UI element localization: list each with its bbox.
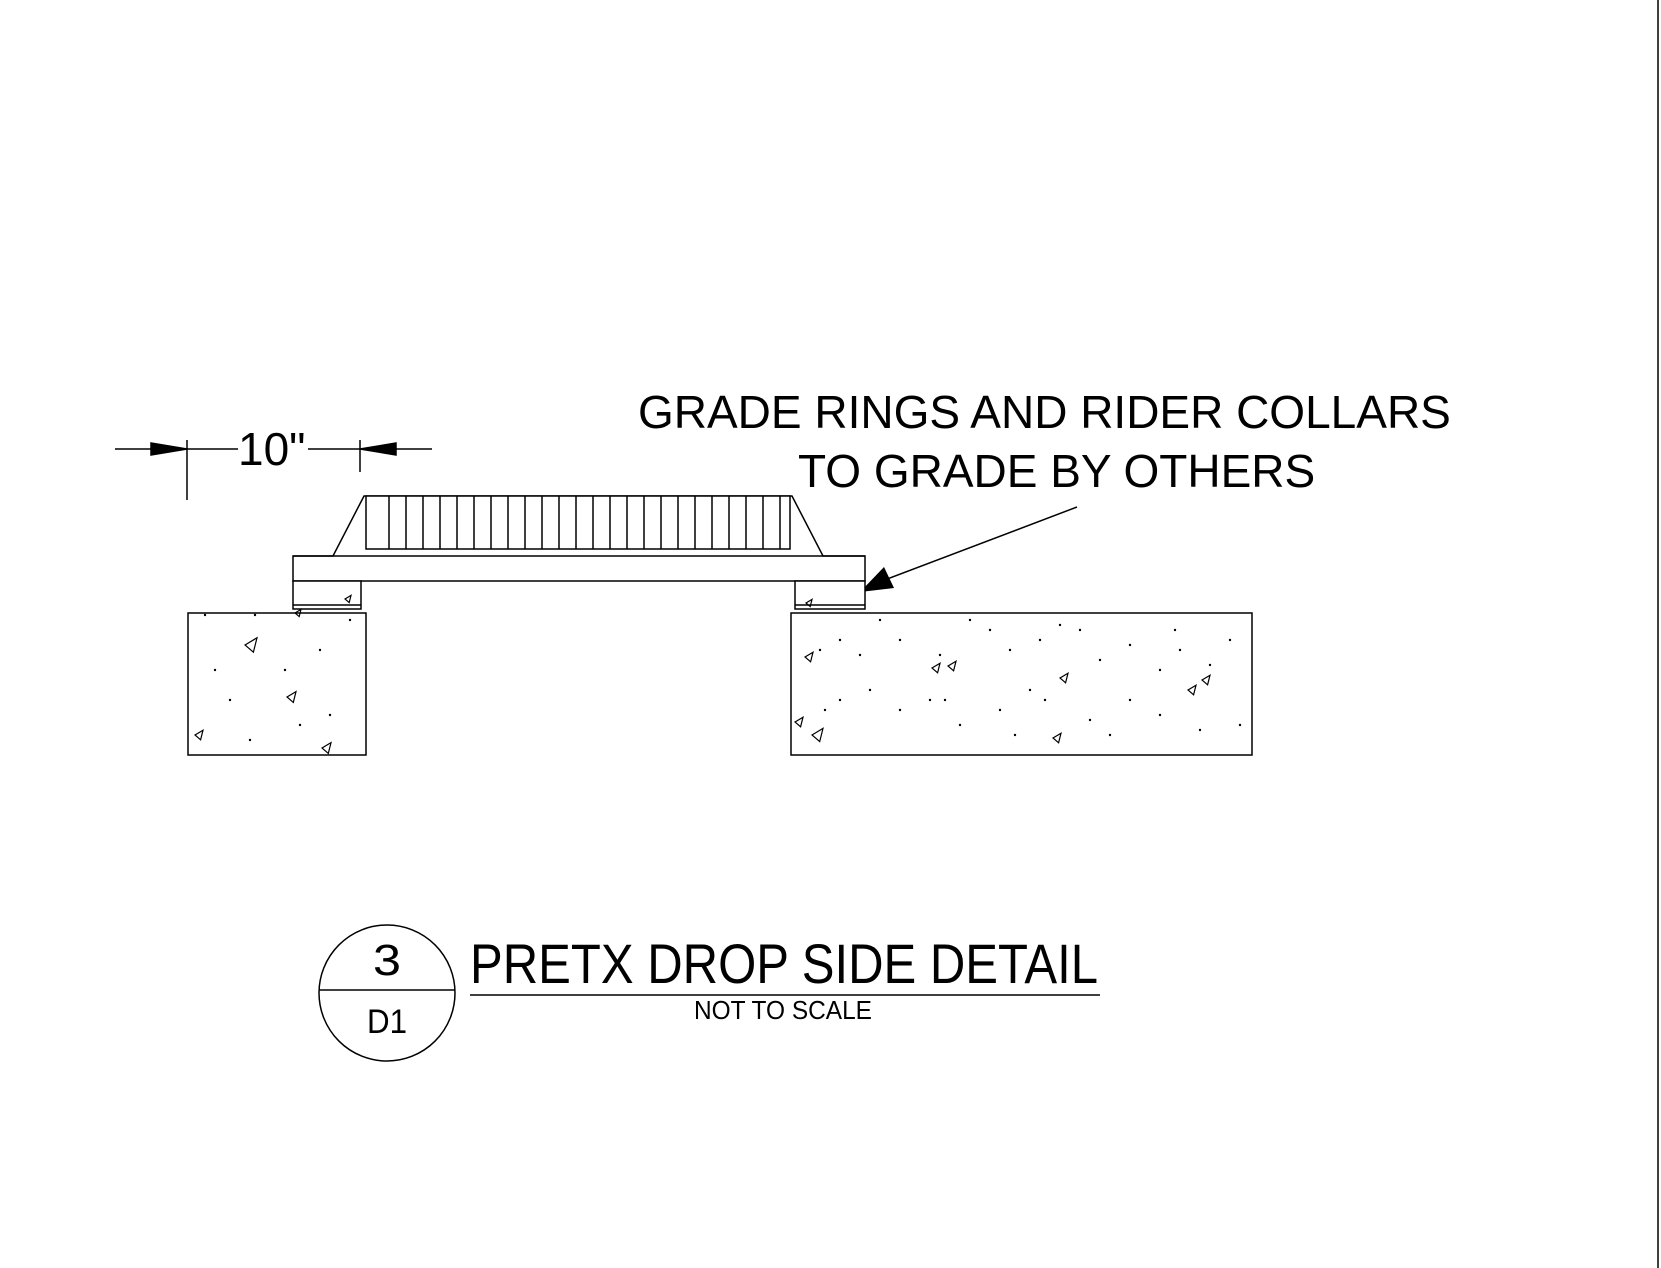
- aggregate-dot: [1173, 628, 1177, 632]
- aggregate-triangle: [243, 636, 258, 654]
- concrete-hatch: [193, 594, 1242, 755]
- grade-ring-left: [292, 580, 362, 610]
- aggregate-dot: [248, 738, 252, 742]
- concrete-block-left: [187, 612, 367, 756]
- aggregate-dot: [1088, 718, 1092, 722]
- aggregate-dot: [318, 648, 322, 652]
- aggregate-triangle: [343, 594, 352, 604]
- aggregate-triangle: [803, 650, 814, 663]
- aggregate-triangle: [1186, 683, 1197, 696]
- aggregate-dot: [988, 628, 992, 632]
- aggregate-dot: [1028, 688, 1032, 692]
- aggregate-triangle: [946, 659, 957, 672]
- dimension-label: 10": [238, 423, 306, 475]
- aggregate-dot: [898, 708, 902, 712]
- aggregate-dot: [1108, 733, 1112, 737]
- callout-line-2: TO GRADE BY OTHERS: [798, 445, 1315, 497]
- aggregate-dot: [1128, 698, 1132, 702]
- aggregate-triangle: [320, 741, 332, 755]
- grate-bars: [388, 496, 781, 549]
- aggregate-dot: [1043, 698, 1047, 702]
- detail-number: 3: [373, 936, 401, 985]
- aggregate-dot: [838, 698, 842, 702]
- aggregate-dot: [348, 618, 352, 622]
- aggregate-dot: [1158, 668, 1162, 672]
- scale-note: NOT TO SCALE: [694, 995, 872, 1025]
- aggregate-dot: [1198, 728, 1202, 732]
- aggregate-triangle: [193, 728, 204, 741]
- aggregate-triangle: [1051, 731, 1062, 744]
- callout-leader-arrow: [860, 506, 1078, 592]
- aggregate-dot: [1208, 663, 1212, 667]
- aggregate-dot: [1178, 648, 1182, 652]
- aggregate-triangle: [293, 608, 302, 618]
- aggregate-dot: [858, 653, 862, 657]
- aggregate-triangle: [804, 598, 813, 608]
- grade-ring-right: [794, 580, 866, 610]
- aggregate-dot: [928, 698, 932, 702]
- aggregate-dot: [1098, 658, 1102, 662]
- aggregate-triangle: [810, 727, 824, 743]
- aggregate-dot: [943, 698, 947, 702]
- concrete-block-right: [790, 612, 1253, 756]
- aggregate-dot: [283, 668, 287, 672]
- aggregate-dot: [213, 668, 217, 672]
- aggregate-dot: [1008, 648, 1012, 652]
- aggregate-triangle: [1200, 673, 1211, 686]
- detail-tag-bubble: [318, 924, 456, 1062]
- aggregate-dot: [1158, 713, 1162, 717]
- aggregate-dot: [838, 638, 842, 642]
- aggregate-triangle: [1058, 671, 1069, 684]
- aggregate-triangle: [930, 661, 941, 674]
- aggregate-dot: [823, 708, 827, 712]
- aggregate-dot: [1128, 643, 1132, 647]
- aggregate-dot: [1038, 638, 1042, 642]
- aggregate-dot: [868, 688, 872, 692]
- aggregate-dot: [203, 613, 207, 617]
- aggregate-triangle: [793, 715, 804, 728]
- aggregate-dot: [253, 613, 257, 617]
- drop-cover-structure: [292, 495, 866, 582]
- aggregate-dot: [938, 653, 942, 657]
- aggregate-dot: [968, 618, 972, 622]
- aggregate-dot: [878, 618, 882, 622]
- detail-sheet: D1: [367, 1003, 407, 1041]
- aggregate-dot: [1238, 723, 1242, 727]
- aggregate-triangle: [285, 690, 297, 704]
- aggregate-dot: [298, 723, 302, 727]
- aggregate-dot: [1228, 638, 1232, 642]
- dimension-10in: [115, 440, 432, 500]
- aggregate-dot: [228, 698, 232, 702]
- aggregate-dot: [328, 713, 332, 717]
- aggregate-dot: [998, 708, 1002, 712]
- aggregate-dot: [1013, 733, 1017, 737]
- aggregate-dot: [958, 723, 962, 727]
- aggregate-dot: [1078, 628, 1082, 632]
- detail-title: PRETX DROP SIDE DETAIL: [470, 932, 1098, 995]
- aggregate-dot: [818, 648, 822, 652]
- callout-line-1: GRADE RINGS AND RIDER COLLARS: [638, 386, 1451, 438]
- aggregate-dot: [1058, 623, 1062, 627]
- aggregate-dot: [898, 638, 902, 642]
